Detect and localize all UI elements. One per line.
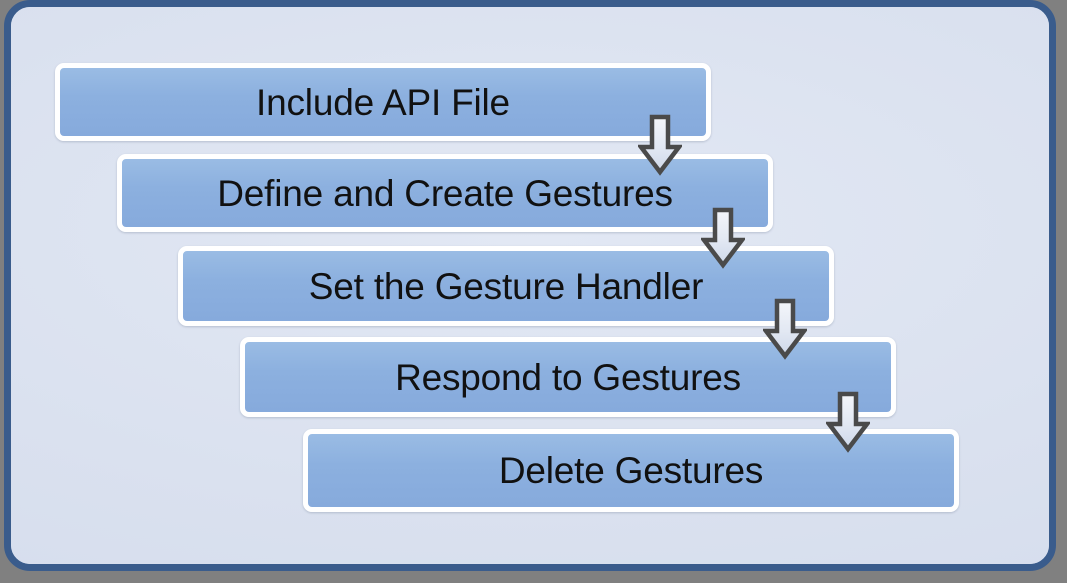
arrow-down-icon (763, 298, 807, 360)
process-step-4-label: Respond to Gestures (395, 356, 741, 398)
process-step-1-label: Include API File (256, 81, 510, 123)
arrow-down-icon (826, 391, 870, 453)
arrow-down-icon (638, 114, 682, 176)
process-step-5-label: Delete Gestures (498, 450, 764, 491)
arrow-down-icon (701, 207, 745, 269)
process-step-2-label: Define and Create Gestures (217, 172, 673, 214)
process-step-3-label: Set the Gesture Handler (308, 265, 704, 307)
process-step-1[interactable]: Include API File (55, 63, 711, 141)
